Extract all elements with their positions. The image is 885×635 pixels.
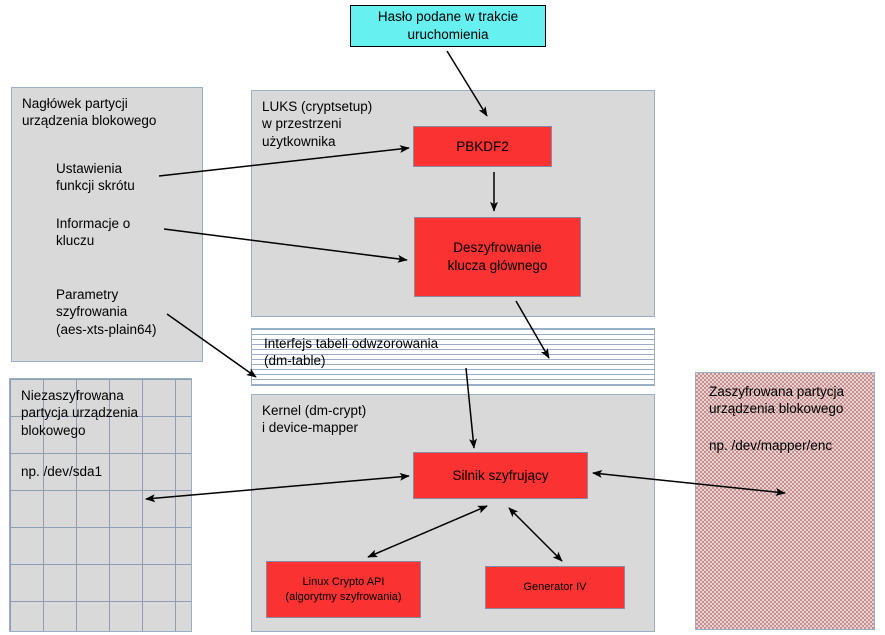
dm-table-interface-box: Interfejs tabeli odwzorowania (dm-table) — [251, 328, 655, 386]
encrypted-partition-device: np. /dev/mapper/enc — [709, 438, 833, 453]
plain-partition-title: Niezaszyfrowana partycja urządzenia blok… — [21, 388, 139, 438]
iv-generator-label: Generator IV — [523, 581, 587, 594]
plain-partition-device: np. /dev/sda1 — [21, 464, 103, 479]
header-item-hash-settings: Ustawienia funkcji skrótu — [56, 161, 135, 194]
password-prompt-label: Hasło podane w trakcie uruchomienia — [377, 9, 519, 42]
master-key-decrypt-box: Deszyfrowanie klucza głównego — [414, 217, 581, 297]
crypt-engine-box: Silnik szyfrujący — [413, 452, 588, 499]
partition-header-panel: Nagłówek partycji urządzenia blokowego U… — [11, 87, 203, 362]
iv-generator-box: Generator IV — [485, 566, 625, 609]
plain-partition-box: Niezaszyfrowana partycja urządzenia blok… — [9, 378, 192, 632]
master-key-decrypt-label: Deszyfrowanie klucza głównego — [447, 240, 548, 273]
header-item-key-info: Informacje o kluczu — [56, 216, 131, 249]
kernel-dmcrypt-title: Kernel (dm-crypt) i device-mapper — [262, 403, 367, 436]
crypt-engine-label: Silnik szyfrujący — [452, 467, 549, 483]
linux-crypto-api-label: Linux Crypto API (algorytmy szyfrowania) — [285, 576, 402, 603]
pbkdf2-label: PBKDF2 — [456, 138, 509, 154]
encrypted-partition-box: Zaszyfrowana partycja urządzenia blokowe… — [695, 372, 875, 630]
encrypted-partition-title: Zaszyfrowana partycja urządzenia blokowe… — [709, 384, 845, 417]
partition-header-title: Nagłówek partycji urządzenia blokowego — [22, 96, 157, 129]
password-prompt-box: Hasło podane w trakcie uruchomienia — [350, 5, 546, 47]
dm-table-interface-label: Interfejs tabeli odwzorowania (dm-table) — [264, 336, 439, 369]
pbkdf2-box: PBKDF2 — [413, 126, 552, 167]
header-item-cipher-params: Parametry szyfrowania (aes-xts-plain64) — [56, 287, 157, 337]
linux-crypto-api-box: Linux Crypto API (algorytmy szyfrowania) — [266, 561, 421, 618]
luks-userspace-title: LUKS (cryptsetup) w przestrzeni użytkown… — [262, 99, 373, 149]
